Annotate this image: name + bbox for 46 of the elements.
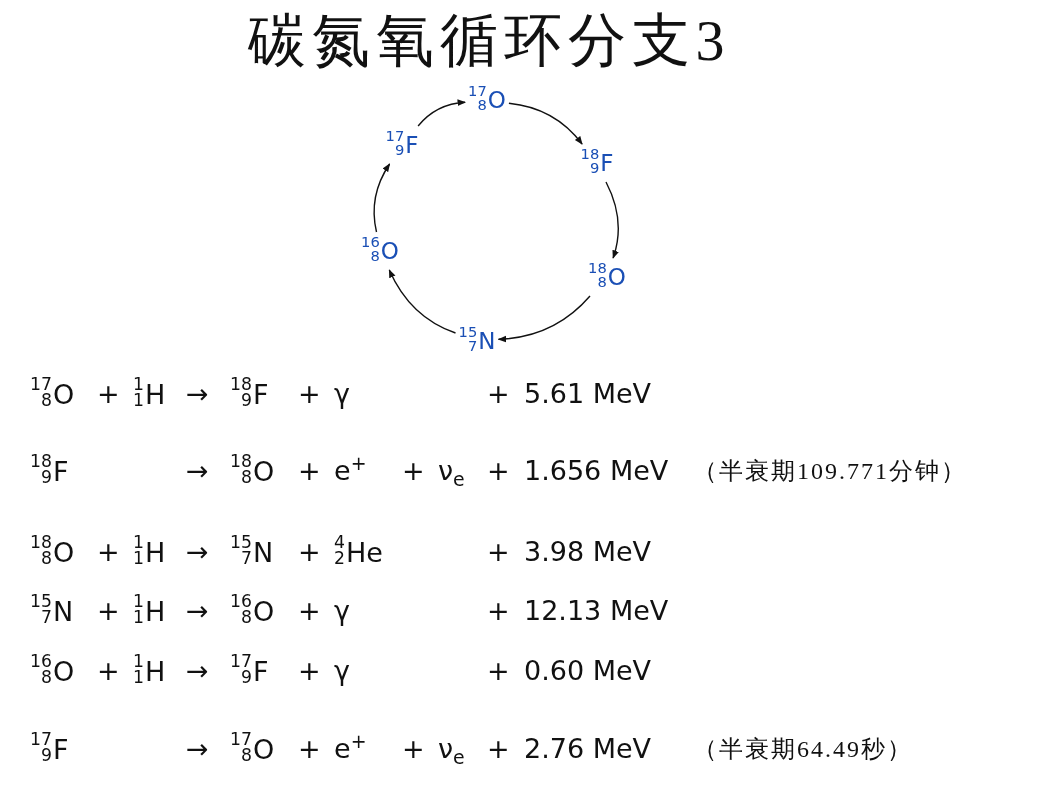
- energy-value: 0.60 MeV: [524, 654, 652, 688]
- neutrino-symbol: ν$_{e}$: [438, 454, 465, 489]
- cycle-arrow: [417, 99, 466, 127]
- plus-sign: +: [97, 377, 120, 411]
- energy-value: 12.13 MeV: [524, 594, 669, 628]
- plus-sign: +: [402, 732, 425, 766]
- plus-sign: +: [487, 535, 510, 569]
- cycle-arrow: [508, 102, 583, 145]
- cycle-arrow: [373, 163, 391, 233]
- energy-value: 3.98 MeV: [524, 535, 652, 569]
- plus-sign: +: [298, 535, 321, 569]
- gamma-symbol: γ: [334, 594, 350, 628]
- plus-sign: +: [97, 594, 120, 628]
- gamma-symbol: γ: [334, 377, 350, 411]
- arrow-sign: →: [186, 377, 209, 411]
- half-life-note: （半衰期109.771分钟）: [693, 457, 967, 486]
- arrow-sign: →: [186, 654, 209, 688]
- plus-sign: +: [298, 454, 321, 488]
- plus-sign: +: [487, 594, 510, 628]
- positron-symbol: e$^{+}$: [334, 453, 367, 488]
- plus-sign: +: [487, 454, 510, 488]
- plus-sign: +: [97, 535, 120, 569]
- arrow-sign: →: [186, 535, 209, 569]
- plus-sign: +: [298, 732, 321, 766]
- title: 碳氮氧循环分支3: [247, 8, 731, 74]
- half-life-note: （半衰期64.49秒）: [693, 735, 913, 764]
- plus-sign: +: [402, 454, 425, 488]
- arrow-sign: →: [186, 594, 209, 628]
- cycle-arrow: [605, 181, 619, 259]
- positron-symbol: e$^{+}$: [334, 731, 367, 766]
- plus-sign: +: [97, 654, 120, 688]
- plus-sign: +: [298, 377, 321, 411]
- arrow-sign: →: [186, 732, 209, 766]
- plus-sign: +: [487, 732, 510, 766]
- cycle-arrow: [388, 269, 457, 334]
- plus-sign: +: [487, 654, 510, 688]
- plus-sign: +: [487, 377, 510, 411]
- energy-value: 5.61 MeV: [524, 377, 652, 411]
- neutrino-symbol: ν$_{e}$: [438, 732, 465, 767]
- arrow-sign: →: [186, 454, 209, 488]
- cycle-arrow: [497, 295, 591, 343]
- gamma-symbol: γ: [334, 654, 350, 688]
- energy-value: 2.76 MeV: [524, 732, 652, 766]
- plus-sign: +: [298, 654, 321, 688]
- plus-sign: +: [298, 594, 321, 628]
- energy-value: 1.656 MeV: [524, 454, 669, 488]
